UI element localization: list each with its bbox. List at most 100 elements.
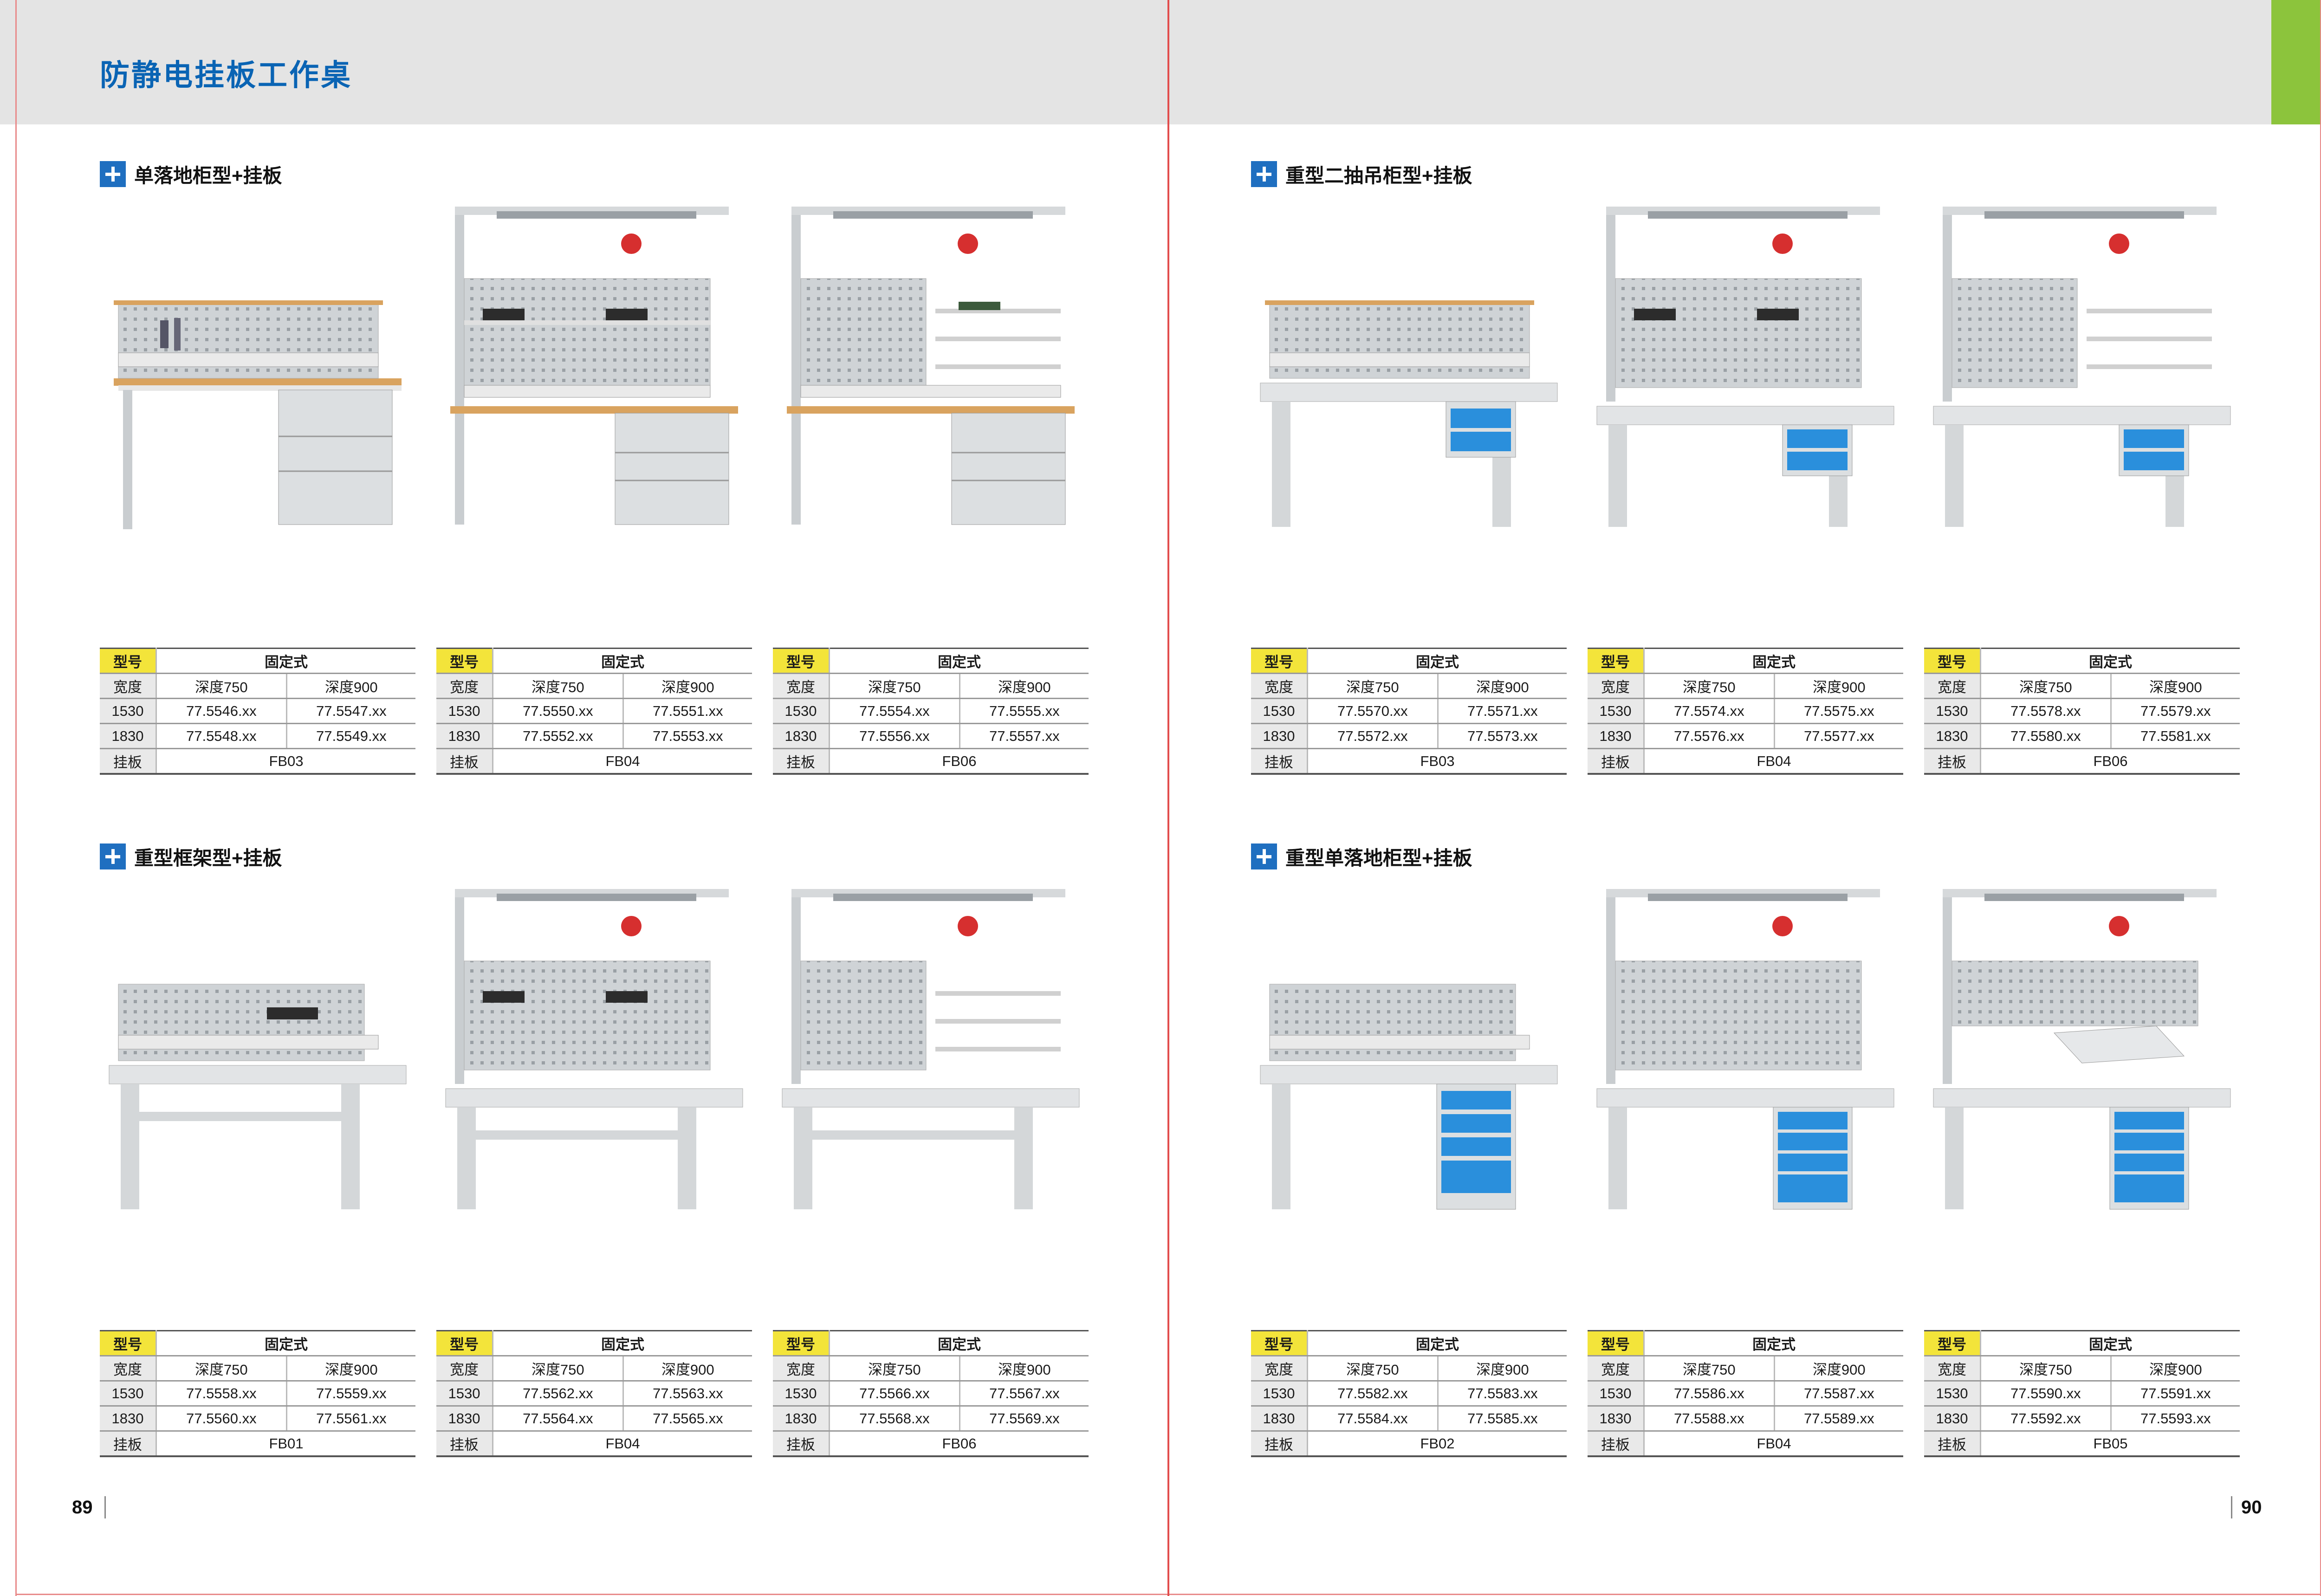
width-1830: 1830 bbox=[1924, 723, 1981, 749]
fixed-type: 固定式 bbox=[156, 1330, 415, 1356]
width-label: 宽度 bbox=[100, 1356, 157, 1382]
width-1830: 1830 bbox=[1588, 1406, 1645, 1432]
part-number: 77.5575.xx bbox=[1774, 698, 1903, 724]
section-header: 重型框架型+挂板 bbox=[100, 843, 282, 870]
part-number: 77.5581.xx bbox=[2111, 723, 2240, 749]
part-number: 77.5568.xx bbox=[829, 1406, 960, 1432]
width-1530: 1530 bbox=[1251, 698, 1308, 724]
plus-icon bbox=[100, 161, 126, 187]
part-number: 77.5565.xx bbox=[623, 1406, 752, 1432]
width-1530: 1530 bbox=[436, 698, 493, 724]
plus-icon bbox=[1251, 843, 1277, 869]
plus-icon bbox=[1251, 161, 1277, 187]
depth-750-label: 深度750 bbox=[1644, 1356, 1775, 1382]
part-number: 77.5593.xx bbox=[2111, 1406, 2240, 1432]
part-number: 77.5566.xx bbox=[829, 1381, 960, 1407]
part-number: 77.5549.xx bbox=[286, 723, 415, 749]
part-number: 77.5573.xx bbox=[1438, 723, 1567, 749]
depth-900-label: 深度900 bbox=[623, 673, 752, 699]
depth-750-label: 深度750 bbox=[1307, 673, 1439, 699]
model-label: 型号 bbox=[773, 648, 830, 674]
board-label: 挂板 bbox=[436, 1431, 493, 1457]
depth-900-label: 深度900 bbox=[2111, 1356, 2240, 1382]
workbench-image bbox=[1596, 889, 1894, 1210]
width-label: 宽度 bbox=[1588, 1356, 1645, 1382]
width-1530: 1530 bbox=[100, 698, 157, 724]
depth-900-label: 深度900 bbox=[1438, 1356, 1567, 1382]
section-header: 单落地柜型+挂板 bbox=[100, 160, 282, 188]
width-1830: 1830 bbox=[1251, 723, 1308, 749]
part-number: 77.5558.xx bbox=[156, 1381, 287, 1407]
page-number-divider bbox=[104, 1496, 106, 1518]
board-code: FB04 bbox=[1644, 1431, 1903, 1457]
part-number: 77.5587.xx bbox=[1774, 1381, 1903, 1407]
part-number: 77.5572.xx bbox=[1307, 723, 1439, 749]
width-1830: 1830 bbox=[1588, 723, 1645, 749]
part-number: 77.5588.xx bbox=[1644, 1406, 1775, 1432]
fixed-type: 固定式 bbox=[1307, 648, 1567, 674]
part-number: 77.5564.xx bbox=[493, 1406, 624, 1432]
workbench-image bbox=[1933, 207, 2231, 527]
board-label: 挂板 bbox=[436, 748, 493, 775]
width-label: 宽度 bbox=[1924, 673, 1981, 699]
width-1530: 1530 bbox=[1924, 698, 1981, 724]
width-1530: 1530 bbox=[1924, 1381, 1981, 1407]
fixed-type: 固定式 bbox=[1307, 1330, 1567, 1356]
part-number: 77.5557.xx bbox=[960, 723, 1089, 749]
width-1530: 1530 bbox=[436, 1381, 493, 1407]
board-label: 挂板 bbox=[773, 748, 830, 775]
board-code: FB04 bbox=[493, 1431, 752, 1457]
workbench-image bbox=[1596, 207, 1894, 527]
board-label: 挂板 bbox=[1924, 748, 1981, 775]
part-number: 77.5561.xx bbox=[286, 1406, 415, 1432]
part-number: 77.5567.xx bbox=[960, 1381, 1089, 1407]
width-1830: 1830 bbox=[1251, 1406, 1308, 1432]
board-label: 挂板 bbox=[1588, 748, 1645, 775]
width-1830: 1830 bbox=[1924, 1406, 1981, 1432]
part-number: 77.5592.xx bbox=[1980, 1406, 2112, 1432]
part-number: 77.5563.xx bbox=[623, 1381, 752, 1407]
part-number: 77.5559.xx bbox=[286, 1381, 415, 1407]
model-label: 型号 bbox=[1251, 1330, 1308, 1356]
workbench-image bbox=[1933, 889, 2231, 1210]
section-header: 重型二抽吊柜型+挂板 bbox=[1251, 160, 1472, 188]
width-1830: 1830 bbox=[100, 1406, 157, 1432]
fixed-type: 固定式 bbox=[829, 648, 1089, 674]
part-number: 77.5547.xx bbox=[286, 698, 415, 724]
part-number: 77.5554.xx bbox=[829, 698, 960, 724]
width-1530: 1530 bbox=[773, 1381, 830, 1407]
width-label: 宽度 bbox=[1588, 673, 1645, 699]
width-label: 宽度 bbox=[773, 1356, 830, 1382]
part-number: 77.5582.xx bbox=[1307, 1381, 1439, 1407]
fixed-type: 固定式 bbox=[1980, 1330, 2240, 1356]
width-1830: 1830 bbox=[773, 723, 830, 749]
model-label: 型号 bbox=[1588, 1330, 1645, 1356]
board-code: FB06 bbox=[829, 748, 1089, 775]
depth-750-label: 深度750 bbox=[493, 1356, 624, 1382]
model-label: 型号 bbox=[436, 648, 493, 674]
model-label: 型号 bbox=[1251, 648, 1308, 674]
board-label: 挂板 bbox=[100, 1431, 157, 1457]
page-number-left: 89 bbox=[72, 1497, 93, 1518]
part-number: 77.5546.xx bbox=[156, 698, 287, 724]
fixed-type: 固定式 bbox=[1644, 1330, 1903, 1356]
width-label: 宽度 bbox=[100, 673, 157, 699]
header-band bbox=[0, 0, 2321, 124]
page-title: 防静电挂板工作桌 bbox=[100, 58, 352, 92]
part-number: 77.5584.xx bbox=[1307, 1406, 1439, 1432]
board-label: 挂板 bbox=[100, 748, 157, 775]
